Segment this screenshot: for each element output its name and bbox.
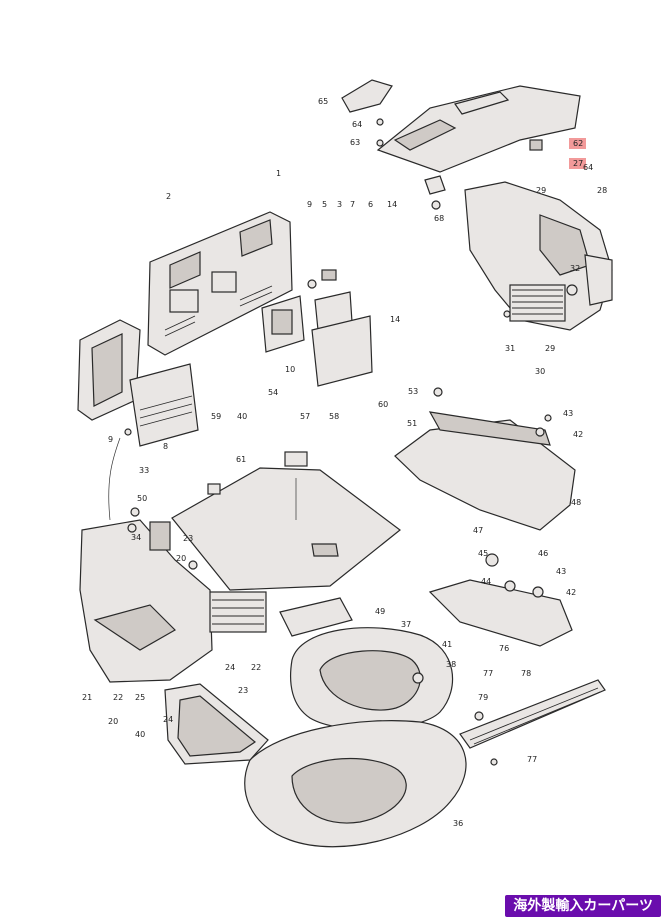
callout-3: 3 — [337, 200, 342, 209]
callout-40: 40 — [237, 412, 247, 421]
side-pocket-parts — [261, 269, 373, 387]
bottom-left-tray — [164, 683, 269, 765]
callout-10: 10 — [285, 365, 295, 374]
callout-7: 7 — [350, 200, 355, 209]
callout-57: 57 — [300, 412, 310, 421]
callout-24: 24 — [163, 715, 173, 724]
callout-34: 34 — [131, 533, 141, 542]
callout-31: 31 — [505, 344, 515, 353]
callout-2: 2 — [166, 192, 171, 201]
right-rail-assembly — [394, 387, 576, 531]
callout-48: 48 — [571, 498, 581, 507]
callout-33: 33 — [139, 466, 149, 475]
left-side-frame — [77, 319, 199, 447]
callout-29: 29 — [545, 344, 555, 353]
callout-40: 40 — [135, 730, 145, 739]
spare-wheel-cover — [289, 627, 454, 731]
luggage-floor-mat — [171, 451, 401, 591]
callout-47: 47 — [473, 526, 483, 535]
callout-41: 41 — [442, 640, 452, 649]
callout-44: 44 — [481, 577, 491, 586]
callout-77: 77 — [483, 669, 493, 678]
callout-22: 22 — [113, 693, 123, 702]
callout-43: 43 — [556, 567, 566, 576]
callout-38: 38 — [446, 660, 456, 669]
left-storage-bin — [79, 507, 267, 683]
callout-51: 51 — [407, 419, 417, 428]
top-cover-panel — [341, 79, 581, 210]
rear-wall-trim — [147, 211, 293, 356]
callout-5: 5 — [322, 200, 327, 209]
callout-64: 64 — [583, 163, 593, 172]
callout-62: 62 — [573, 139, 583, 148]
callout-14: 14 — [387, 200, 397, 209]
callout-30: 30 — [535, 367, 545, 376]
callout-37: 37 — [401, 620, 411, 629]
callout-46: 46 — [538, 549, 548, 558]
callout-6: 6 — [368, 200, 373, 209]
callout-42: 42 — [566, 588, 576, 597]
sill-strip — [459, 679, 606, 766]
callout-29: 29 — [536, 186, 546, 195]
spare-wheel-tub — [244, 720, 467, 848]
callout-highlight — [569, 158, 586, 169]
callout-20: 20 — [176, 554, 186, 563]
callout-45: 45 — [478, 549, 488, 558]
callout-78: 78 — [521, 669, 531, 678]
callout-23: 23 — [183, 534, 193, 543]
callout-77: 77 — [527, 755, 537, 764]
callout-50: 50 — [137, 494, 147, 503]
callout-61: 61 — [236, 455, 246, 464]
callout-32: 32 — [570, 264, 580, 273]
callout-27: 27 — [573, 159, 583, 168]
callout-54: 54 — [268, 388, 278, 397]
callout-9: 9 — [307, 200, 312, 209]
callout-58: 58 — [329, 412, 339, 421]
callout-64: 64 — [352, 120, 362, 129]
callout-76: 76 — [499, 644, 509, 653]
callout-highlight — [569, 138, 586, 149]
lower-rail-assembly — [428, 553, 573, 647]
callout-23: 23 — [238, 686, 248, 695]
callout-22: 22 — [251, 663, 261, 672]
watermark-badge: 海外製輸入カーパーツ — [505, 895, 661, 917]
callout-24: 24 — [225, 663, 235, 672]
right-side-trim — [464, 181, 613, 331]
callout-63: 63 — [350, 138, 360, 147]
callout-53: 53 — [408, 387, 418, 396]
callout-21: 21 — [82, 693, 92, 702]
callout-28: 28 — [597, 186, 607, 195]
callout-60: 60 — [378, 400, 388, 409]
small-cover — [279, 597, 353, 637]
callout-36: 36 — [453, 819, 463, 828]
callout-59: 59 — [211, 412, 221, 421]
callout-43: 43 — [563, 409, 573, 418]
callout-8: 8 — [163, 442, 168, 451]
callout-20: 20 — [108, 717, 118, 726]
callout-14: 14 — [390, 315, 400, 324]
callout-1: 1 — [276, 169, 281, 178]
callout-42: 42 — [573, 430, 583, 439]
tie-down-strap — [108, 428, 132, 521]
callout-49: 49 — [375, 607, 385, 616]
callout-25: 25 — [135, 693, 145, 702]
callout-79: 79 — [478, 693, 488, 702]
callout-9: 9 — [108, 435, 113, 444]
callout-68: 68 — [434, 214, 444, 223]
callout-65: 65 — [318, 97, 328, 106]
